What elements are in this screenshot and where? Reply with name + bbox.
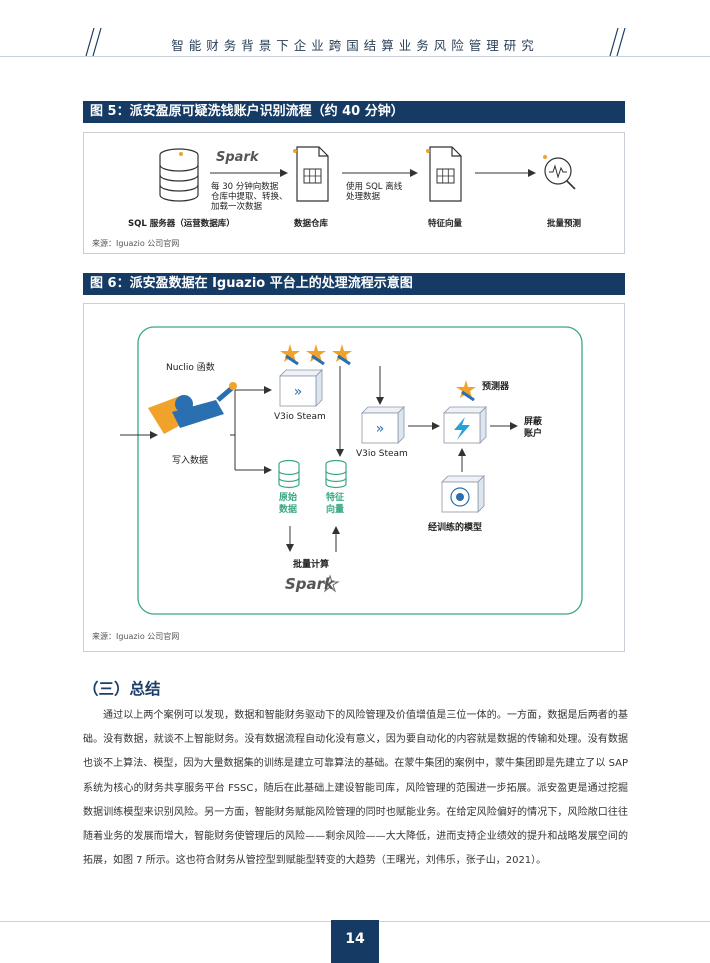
figure6-box: » » (83, 303, 625, 652)
label-batch-compute: 批量计算 (293, 560, 330, 570)
label-write-data: 写入数据 (172, 456, 209, 466)
arrow-right-icon (342, 169, 418, 177)
figure5-title: 图 5：派安盈原可疑洗钱账户识别流程（约 40 分钟） (83, 101, 625, 123)
figure5-diagram (159, 146, 576, 202)
label-feature-vector: 特征向量 (428, 219, 463, 229)
label-block-account: 屏蔽 账户 (524, 417, 543, 439)
spark-workers-icon (280, 344, 352, 366)
document-grid-icon (293, 146, 329, 202)
label-trained-model: 经训练的模型 (428, 523, 483, 533)
page-number: 14 (331, 920, 379, 963)
label-predictor: 预测器 (482, 382, 510, 392)
arrow-down-icon (376, 366, 384, 405)
spark-logo: Spark (285, 575, 335, 593)
arrow-up-icon (458, 448, 466, 472)
branch-connector (230, 386, 272, 474)
spark-star-icon (320, 574, 340, 593)
arrow-right-icon (210, 169, 288, 177)
label-warehouse: 数据仓库 (294, 219, 329, 229)
document-grid-icon (426, 146, 462, 202)
feature-vector-database-icon (325, 459, 347, 489)
nuclio-superhero-icon (148, 382, 237, 434)
figure5-box: Spark 每 30 分钟向数据 仓库中提取、转换、 加载一次数据 使用 SQL… (83, 132, 625, 254)
arrow-up-icon (332, 526, 340, 552)
arrow-right-icon (475, 169, 536, 177)
arrow-right-icon (120, 431, 158, 439)
label-sql-server: SQL 服务器（运营数据库） (128, 219, 235, 229)
section-title: （三）总结 (83, 680, 161, 698)
v3io-stream-cube-icon: » (361, 406, 405, 444)
arrow-down-icon (336, 366, 344, 457)
label-feature-vector: 特征 向量 (326, 493, 345, 515)
arrow-right-icon (408, 422, 440, 430)
predictor-cube-icon (443, 406, 487, 444)
label-batch-prediction: 批量预测 (547, 219, 582, 229)
label-v3io-stream-2: V3io Steam (356, 449, 408, 459)
step1-note: 每 30 分钟向数据 仓库中提取、转换、 加载一次数据 (211, 182, 288, 212)
arrow-down-icon (286, 526, 294, 552)
spark-logo: Spark (216, 150, 259, 165)
slash-decoration-icon (85, 27, 102, 57)
page-header: 智能财务背景下企业跨国结算业务风险管理研究 (0, 0, 710, 58)
predictor-worker-icon (456, 380, 476, 402)
label-nuclio: Nuclio 函数 (166, 363, 215, 373)
step2-note: 使用 SQL 离线 处理数据 (346, 182, 403, 202)
figure6-source: 来源：Iguazio 公司官网 (92, 632, 180, 641)
arrow-right-icon (490, 422, 518, 430)
figure6-title: 图 6：派安盈数据在 Iguazio 平台上的处理流程示意图 (83, 273, 625, 295)
header-rule (0, 56, 710, 57)
database-icon (159, 148, 199, 202)
figure5-source: 来源：Iguazio 公司官网 (92, 239, 180, 248)
svg-text:»: » (294, 384, 303, 400)
label-raw-data: 原始 数据 (279, 493, 298, 515)
label-v3io-stream-1: V3io Steam (274, 412, 326, 422)
raw-data-database-icon (278, 459, 300, 489)
v3io-stream-cube-icon: » (279, 369, 323, 407)
platform-boundary (137, 326, 583, 615)
trained-model-cube-icon (441, 475, 485, 513)
figure6-diagram: » » (120, 326, 583, 615)
svg-text:»: » (376, 421, 385, 437)
prediction-magnifier-icon (543, 155, 576, 190)
running-title: 智能财务背景下企业跨国结算业务风险管理研究 (171, 38, 539, 53)
body-paragraph: 通过以上两个案例可以发现，数据和智能财务驱动下的风险管理及价值增值是三位一体的。… (83, 710, 628, 867)
slash-decoration-icon (609, 27, 626, 57)
